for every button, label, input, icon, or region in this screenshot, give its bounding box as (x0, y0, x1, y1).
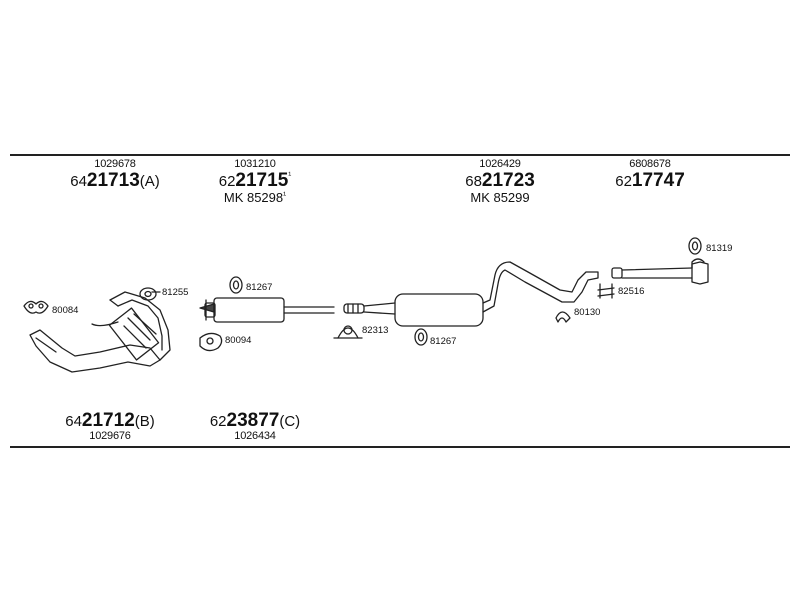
part-number: 1029676 (89, 430, 131, 442)
tail-pipe-drawing (611, 258, 709, 285)
callout-80130: 80130 (574, 307, 601, 318)
part-number: 1026429 (479, 158, 521, 170)
callout-82313: 82313 (362, 325, 389, 336)
callout-81267: 81267 (246, 282, 273, 293)
top-divider (10, 154, 790, 156)
ring-81319-icon (688, 237, 702, 255)
callout-81255: 81255 (162, 287, 189, 298)
hanger-80130-icon (555, 311, 571, 323)
part-number: 1029678 (94, 158, 136, 170)
gasket-80094-icon (199, 332, 223, 352)
part-code: 6223877(C) (209, 410, 301, 431)
part-label-b: 6421712(B) 1029676 (55, 410, 165, 442)
part-label-tail-pipe: 6808678 6217747 (595, 158, 705, 192)
part-code: 6421712(B) (65, 410, 155, 431)
part-code: 6421713(A) (70, 170, 160, 191)
gasket-80084-icon (23, 300, 49, 314)
callout-81267-b: 81267 (430, 336, 457, 347)
connector-drawing (343, 303, 365, 314)
callout-80094: 80094 (225, 335, 252, 346)
bottom-divider (10, 446, 790, 448)
part-number: 1031210 (234, 158, 276, 170)
ring-81267-icon (229, 276, 243, 294)
part-label-c: 6223877(C) 1026434 (200, 410, 310, 442)
part-number: 6808678 (629, 158, 671, 170)
part-alt-code: MK 85298¹ (223, 190, 287, 205)
callout-82516: 82516 (618, 286, 645, 297)
part-label-front-muffler: 1031210 6221715¹ MK 85298¹ (200, 158, 310, 205)
part-code: 6221715¹ (218, 170, 292, 191)
front-muffler-drawing (199, 297, 335, 323)
clamp-82313-icon (333, 325, 363, 339)
clamp-82516-icon (597, 283, 615, 299)
front-pipe-drawing (29, 287, 171, 373)
middle-muffler-drawing (363, 261, 599, 327)
part-label-a: 1029678 6421713(A) (60, 158, 170, 192)
ring-81267-b-icon (414, 328, 428, 346)
part-number: 1026434 (234, 430, 276, 442)
part-code: 6821723 (465, 170, 535, 191)
part-alt-code: MK 85299 (470, 190, 530, 205)
callout-81319: 81319 (706, 243, 733, 254)
part-code: 6217747 (615, 170, 685, 191)
part-label-middle-muffler: 1026429 6821723 MK 85299 (445, 158, 555, 205)
callout-80084: 80084 (52, 305, 79, 316)
